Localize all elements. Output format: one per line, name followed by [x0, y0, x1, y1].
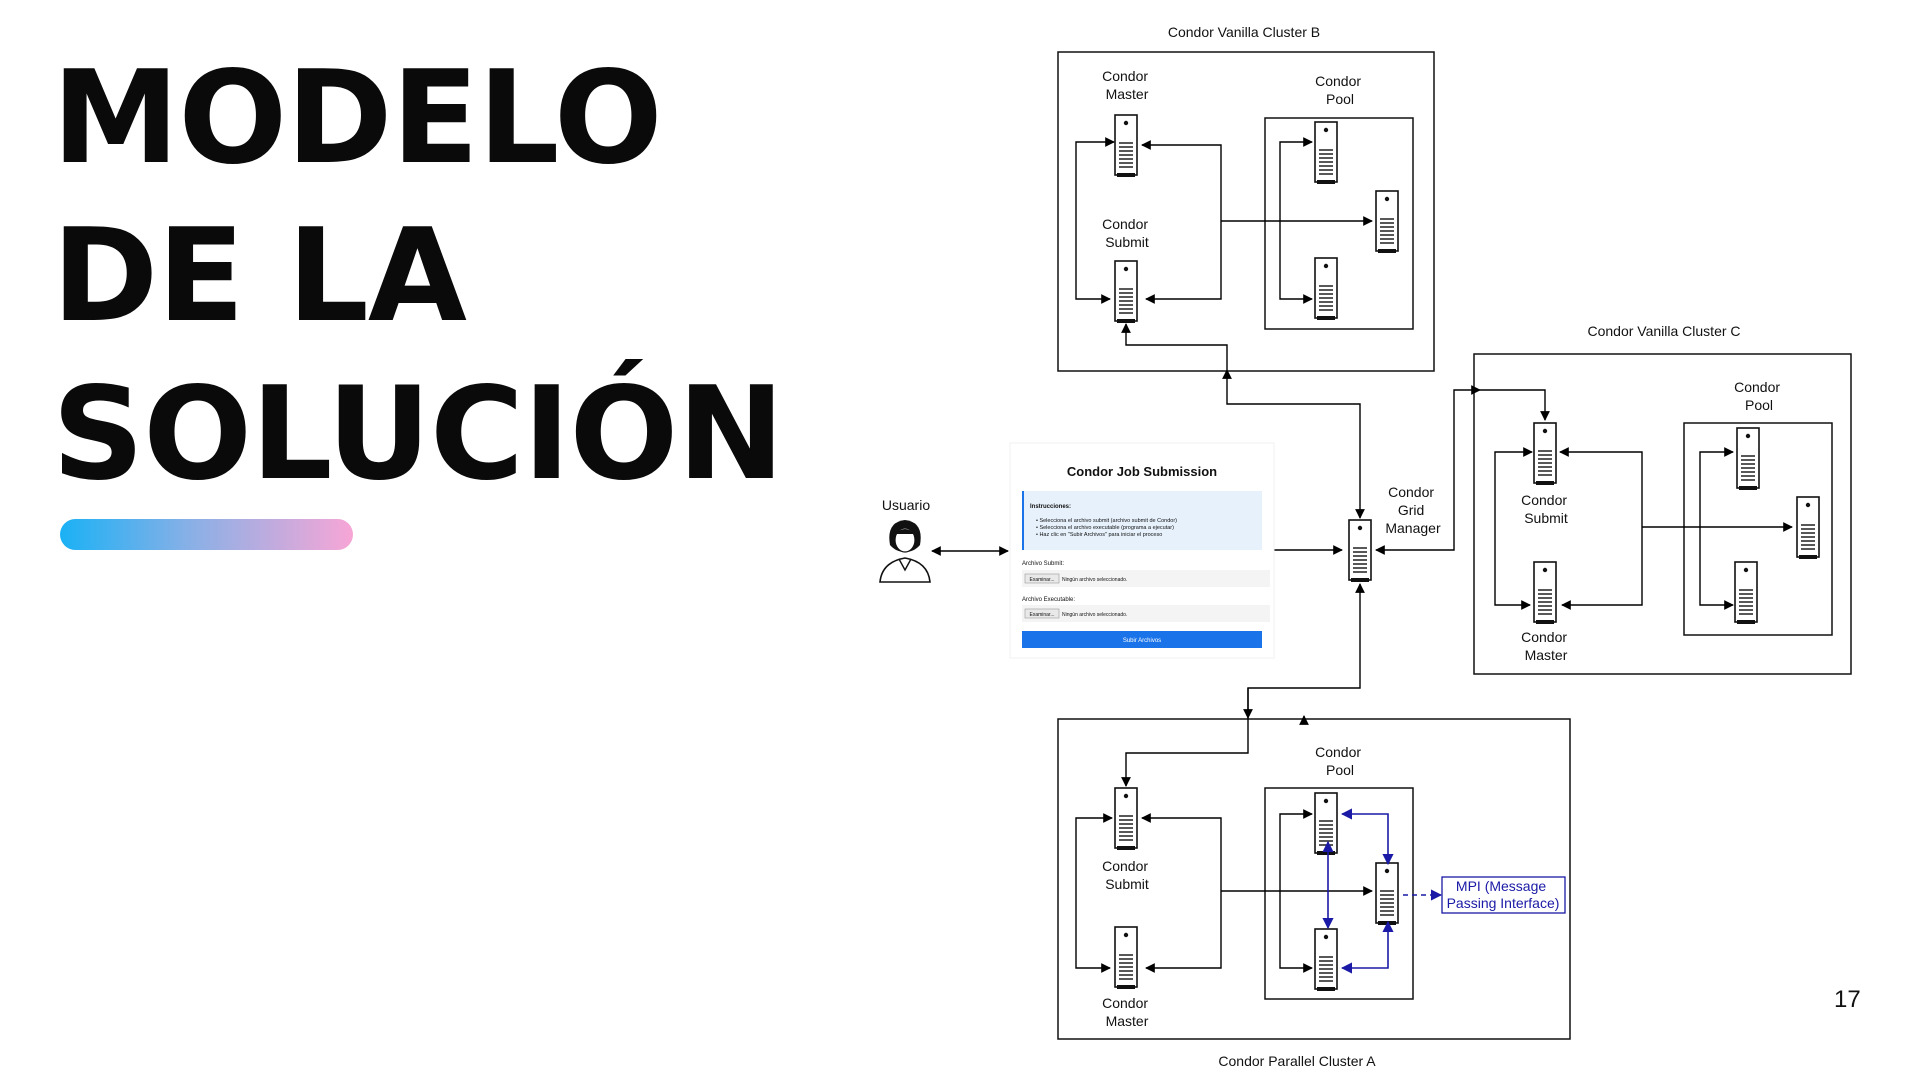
cluster-a-submit-server-icon — [1114, 787, 1138, 851]
cluster-c-pool-server-2-icon — [1796, 496, 1820, 560]
cluster-c-submit-label: Condor Submit — [1521, 492, 1571, 526]
mpi-box — [1441, 876, 1566, 914]
page-number: 17 — [1834, 986, 1861, 1013]
cluster-b-pool-box — [1264, 117, 1414, 330]
cluster-b-pool-server-3-icon — [1314, 257, 1338, 321]
cluster-c-pool-server-3-icon — [1734, 561, 1758, 625]
upload-files-label: Subir Archivos — [1123, 638, 1161, 644]
cluster-a-title: Condor Parallel Cluster A — [1218, 1053, 1376, 1069]
cluster-a-pool-server-3-icon — [1314, 928, 1338, 992]
exec-file-status: Ningún archivo seleccionado. — [1062, 612, 1127, 618]
cluster-a-master-label: Condor Master — [1102, 995, 1152, 1029]
form-instruction-3: • Haz clic en "Subir Archivos" para inic… — [1036, 532, 1162, 538]
form-title: Condor Job Submission — [1067, 464, 1217, 479]
cluster-b: Condor Vanilla Cluster B Condor Master C… — [1057, 24, 1435, 372]
cluster-b-pool-server-1-icon — [1314, 121, 1338, 185]
exec-file-label: Archivo Executable: — [1022, 597, 1075, 603]
cluster-a-box — [1057, 718, 1571, 1040]
grid-manager-server-icon — [1348, 519, 1372, 583]
upload-files-button[interactable] — [1022, 631, 1262, 648]
cluster-b-title: Condor Vanilla Cluster B — [1168, 24, 1320, 40]
cluster-c: Condor Vanilla Cluster C Condor Submit C… — [1473, 323, 1852, 675]
submit-file-browse-button[interactable] — [1024, 573, 1060, 584]
cluster-c-title: Condor Vanilla Cluster C — [1587, 323, 1740, 339]
cluster-b-submit-server-icon — [1114, 260, 1138, 324]
mpi-label: MPI (Message Passing Interface) — [1447, 878, 1560, 911]
cluster-c-pool-box — [1683, 422, 1833, 636]
grid-manager-label: Condor Grid Manager — [1385, 484, 1441, 536]
submit-file-label: Archivo Submit: — [1022, 561, 1064, 567]
slide-title: MODELO DE LA SOLUCIÓN — [52, 40, 784, 514]
cluster-a-pool-server-1-icon — [1314, 792, 1338, 856]
cluster-a: Condor Parallel Cluster A Condor Submit … — [1057, 718, 1571, 1069]
mpi-connections — [1322, 808, 1443, 974]
title-line-3: SOLUCIÓN — [52, 360, 784, 509]
cluster-a-submit-label: Condor Submit — [1102, 858, 1152, 892]
accent-bar — [60, 519, 353, 550]
connection-lines — [931, 323, 1550, 787]
form-instruction-2: • Selecciona el archivo executable (prog… — [1036, 525, 1174, 531]
grid-manager: Condor Grid Manager — [1348, 484, 1441, 583]
cluster-c-pool-server-1-icon — [1736, 427, 1760, 491]
cluster-b-master-server-icon — [1114, 114, 1138, 178]
cluster-a-pool-label: Condor Pool — [1315, 744, 1365, 778]
cluster-a-master-server-icon — [1114, 926, 1138, 990]
user-label: Usuario — [882, 497, 930, 513]
form-instructions-panel — [1022, 491, 1262, 550]
cluster-b-pool-label: Condor Pool — [1315, 73, 1365, 107]
exec-file-browse-label: Examinar... — [1029, 612, 1054, 618]
cluster-b-submit-label: Condor Submit — [1102, 216, 1152, 250]
cluster-a-pool-box — [1264, 787, 1414, 1000]
user-avatar-icon — [879, 520, 931, 583]
title-line-1: MODELO — [52, 44, 663, 193]
exec-file-browse-button[interactable] — [1024, 608, 1060, 619]
form-instructions-title: Instrucciones: — [1030, 504, 1071, 510]
form-instruction-1: • Selecciona el archivo submit (archivo … — [1036, 518, 1177, 524]
user: Usuario — [879, 497, 931, 583]
submit-file-status: Ningún archivo seleccionado. — [1062, 577, 1127, 583]
cluster-c-master-label: Condor Master — [1521, 629, 1571, 663]
cluster-b-pool-server-2-icon — [1375, 190, 1399, 254]
cluster-c-master-server-icon — [1533, 561, 1557, 625]
cluster-b-master-label: Condor Master — [1102, 68, 1152, 102]
job-submission-form: Condor Job Submission Instrucciones: • S… — [1009, 442, 1275, 659]
title-line-2: DE LA — [52, 202, 467, 351]
cluster-c-submit-server-icon — [1533, 422, 1557, 486]
cluster-a-pool-server-2-icon — [1375, 862, 1399, 926]
submit-file-browse-label: Examinar... — [1029, 577, 1054, 583]
cluster-c-pool-label: Condor Pool — [1734, 379, 1784, 413]
